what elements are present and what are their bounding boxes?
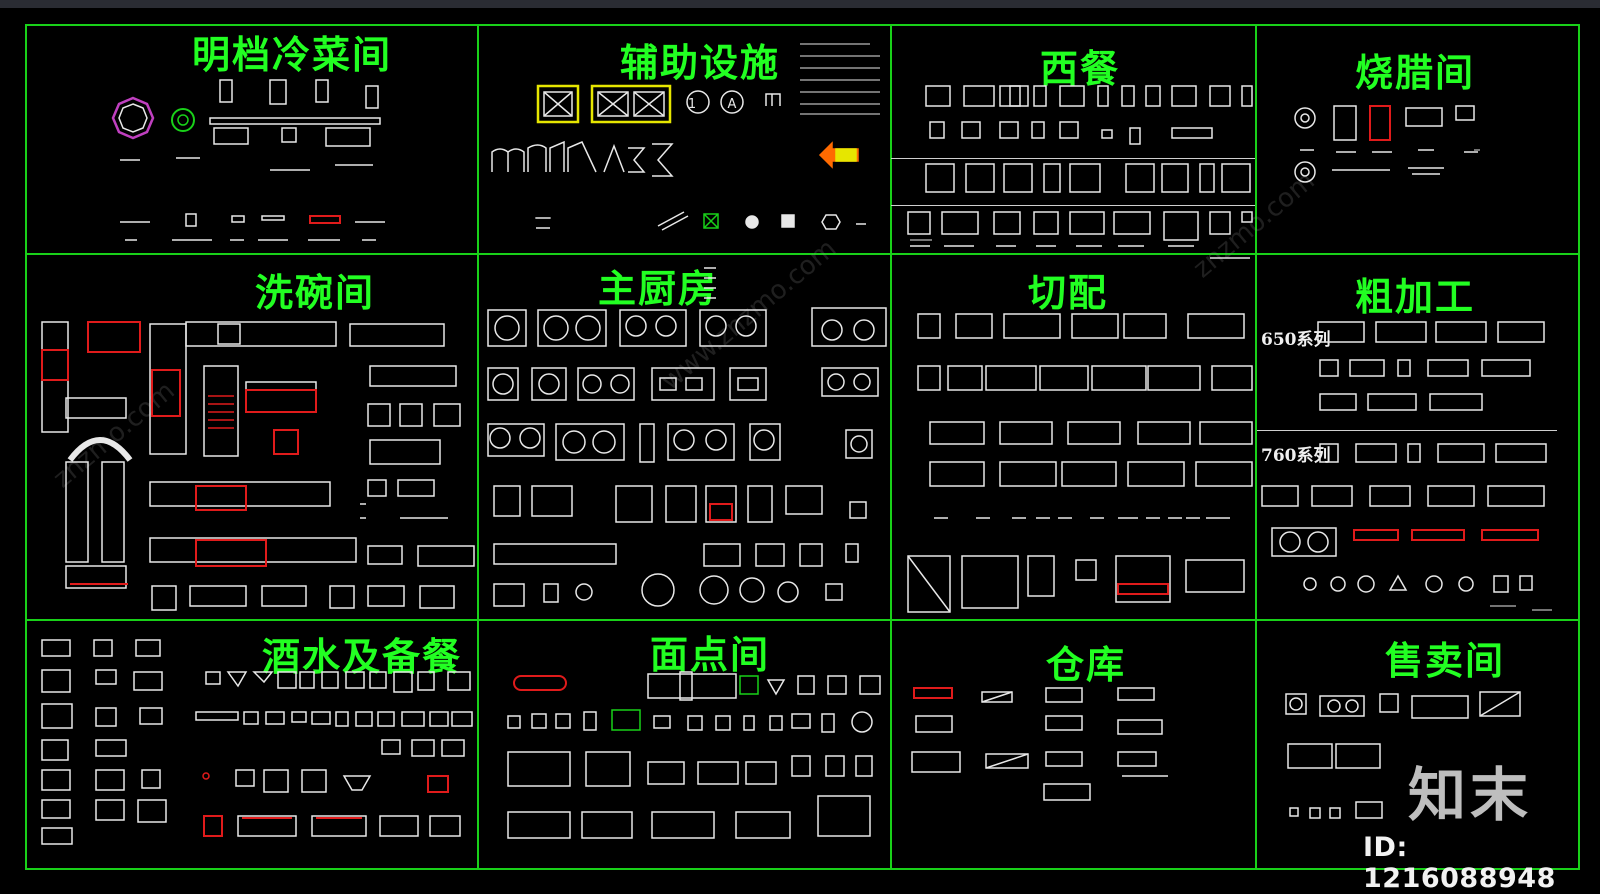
fridge-icon (219, 79, 233, 103)
warehouse-shelving (911, 687, 1168, 801)
roast-rack-icon (1333, 105, 1357, 141)
red-equipment-icon (309, 215, 341, 224)
section-title-main-kitchen: 主厨房 (598, 266, 719, 311)
grid-divider-v2 (890, 24, 892, 870)
pastry-equipment (507, 671, 881, 839)
circle-a-icon (720, 90, 744, 114)
section-title-rough-processing: 粗加工 (1355, 274, 1476, 319)
red-rack-icon (1369, 105, 1391, 141)
legend-text-lines (800, 43, 880, 115)
rough-processing-tables (1261, 321, 1547, 593)
filled-square-icon (781, 214, 795, 228)
grid-divider-v1 (477, 24, 479, 870)
sink-double-icon (213, 127, 249, 145)
cutting-prep-tables (907, 313, 1253, 613)
dishwash-layout-left (41, 321, 475, 611)
rough-row-divider (1257, 430, 1557, 431)
drain-icon (177, 114, 189, 126)
green-box-icon (703, 213, 719, 229)
prep-table-icon (325, 127, 371, 147)
octagon-table-icon (111, 96, 155, 140)
western-row-divider-1 (891, 158, 1255, 159)
series-label-650: 650系列 (1261, 330, 1331, 350)
small-equipment-icon (185, 213, 197, 227)
yellow-box-icon (536, 84, 580, 124)
top-toolbar-strip (0, 0, 1600, 8)
section-title-warehouse: 仓库 (1046, 642, 1127, 687)
western-equipment-row-3 (907, 211, 1253, 259)
roast-oven-icon (1294, 107, 1316, 129)
watermark-logo: 知末 (1408, 761, 1533, 829)
circle-a-label: A (728, 97, 737, 112)
circle-1-label: 1 (688, 97, 696, 112)
small-equipment-icon (231, 215, 245, 223)
small-sink-icon (281, 127, 297, 143)
cabinet-icon (269, 79, 287, 105)
counter-icon (209, 117, 381, 125)
grid-divider-v3 (1255, 24, 1257, 870)
section-title-dishwash: 洗碗间 (255, 270, 376, 315)
retail-counters (1285, 691, 1521, 819)
section-title-retail: 售卖间 (1385, 638, 1506, 683)
door-swing-symbols (491, 140, 674, 177)
beverage-equipment (41, 639, 473, 845)
watermark-id: ID: 1216088948 (1363, 832, 1556, 894)
section-title-roast: 烧腊间 (1355, 50, 1476, 95)
western-equipment-row-1 (925, 85, 1253, 145)
door-symbol-icon (765, 93, 781, 106)
drawing-frame (25, 24, 1580, 870)
grid-divider-h2 (25, 619, 1580, 621)
section-title-cutting: 切配 (1028, 270, 1109, 315)
cabinet-icon (315, 79, 329, 103)
shelf-icon (261, 215, 285, 221)
filled-circle-icon (745, 215, 759, 229)
section-title-western: 西餐 (1040, 46, 1121, 91)
crossbox-icon (543, 91, 573, 117)
yellow-box-double-icon (590, 84, 672, 124)
western-row-divider-2 (891, 205, 1255, 206)
main-kitchen-stoves (487, 267, 887, 607)
section-title-auxiliary: 辅助设施 (620, 40, 781, 85)
circle-1-icon (686, 90, 710, 114)
grid-divider-h1 (25, 253, 1580, 255)
section-title-pastry: 面点间 (650, 632, 771, 677)
section-title-cold-dish: 明档冷菜间 (192, 32, 393, 77)
round-sink-icon (171, 108, 195, 132)
series-label-760: 760系列 (1261, 446, 1331, 466)
octagon-inner-icon (118, 103, 148, 133)
hexagon-icon (821, 214, 841, 230)
cabinet-icon (365, 85, 379, 109)
western-equipment-row-2 (925, 163, 1251, 193)
